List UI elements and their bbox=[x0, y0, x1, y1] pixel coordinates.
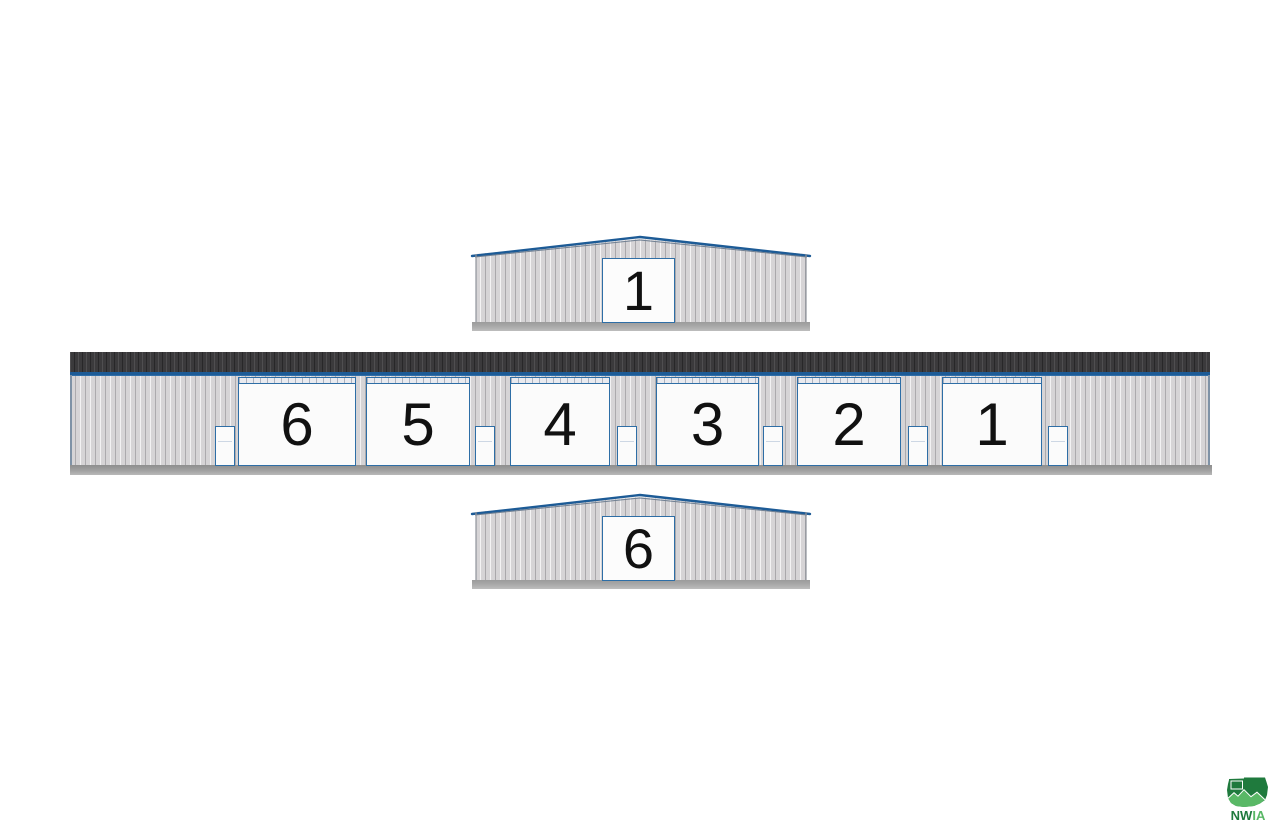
building-bottom-end-elevation: 6 bbox=[470, 489, 812, 593]
logo-wordmark: NWIA bbox=[1224, 809, 1272, 822]
top-building-door-1[interactable]: 1 bbox=[602, 258, 675, 323]
logo-text-nw: NW bbox=[1230, 808, 1253, 823]
bottom-building-eave-shadow bbox=[474, 497, 808, 516]
main-building-roof bbox=[70, 352, 1210, 372]
main-building-man-door-6[interactable] bbox=[1048, 426, 1068, 466]
building-top-end-elevation: 1 bbox=[470, 231, 812, 335]
main-building-eave-line-secondary bbox=[70, 375, 1210, 376]
main-building-bay-door-1[interactable]: 1 bbox=[942, 383, 1042, 466]
top-building-roof-line bbox=[470, 235, 812, 258]
main-building-man-door-4[interactable] bbox=[763, 426, 783, 466]
main-building-man-door-1[interactable] bbox=[215, 426, 235, 466]
logo-hills bbox=[1228, 789, 1265, 807]
building-main-side-elevation: 6 5 4 3 2 1 bbox=[70, 352, 1212, 475]
main-building-right-corner-trim bbox=[1208, 375, 1210, 466]
top-building-slab bbox=[472, 322, 810, 331]
main-building-bay-door-6[interactable]: 6 bbox=[238, 383, 356, 466]
main-building-eave-line bbox=[70, 372, 1210, 375]
main-building-bay-number-1: 1 bbox=[975, 390, 1009, 458]
main-building-bay-number-3: 3 bbox=[690, 390, 725, 458]
bottom-building-door-6[interactable]: 6 bbox=[602, 516, 675, 581]
top-building-door-number: 1 bbox=[622, 258, 655, 322]
main-building-bay-door-2[interactable]: 2 bbox=[797, 383, 901, 466]
main-building-bay-number-2: 2 bbox=[832, 390, 866, 458]
bottom-building-door-number: 6 bbox=[622, 516, 655, 580]
top-building-eave-shadow bbox=[474, 239, 808, 258]
main-building-bay-number-5: 5 bbox=[401, 390, 435, 458]
bottom-building-roof-line bbox=[470, 493, 812, 516]
nwia-logo: NWIA bbox=[1224, 776, 1272, 822]
main-building-bay-door-4[interactable]: 4 bbox=[510, 383, 610, 466]
bottom-building-slab bbox=[472, 580, 810, 589]
main-building-bay-door-5[interactable]: 5 bbox=[366, 383, 470, 466]
logo-notch-fill bbox=[1231, 781, 1242, 789]
main-building-bay-door-3[interactable]: 3 bbox=[656, 383, 759, 466]
main-building-man-door-2[interactable] bbox=[475, 426, 495, 466]
main-building-bay-number-6: 6 bbox=[280, 390, 314, 458]
main-building-man-door-3[interactable] bbox=[617, 426, 637, 466]
main-building-bay-number-4: 4 bbox=[543, 390, 577, 458]
iowa-outline-icon bbox=[1227, 777, 1268, 807]
main-building-man-door-5[interactable] bbox=[908, 426, 928, 466]
main-building-slab bbox=[70, 465, 1212, 475]
logo-hills-outline bbox=[1227, 788, 1266, 801]
main-building-left-corner-trim bbox=[70, 375, 72, 466]
logo-text-ia: IA bbox=[1252, 808, 1266, 823]
